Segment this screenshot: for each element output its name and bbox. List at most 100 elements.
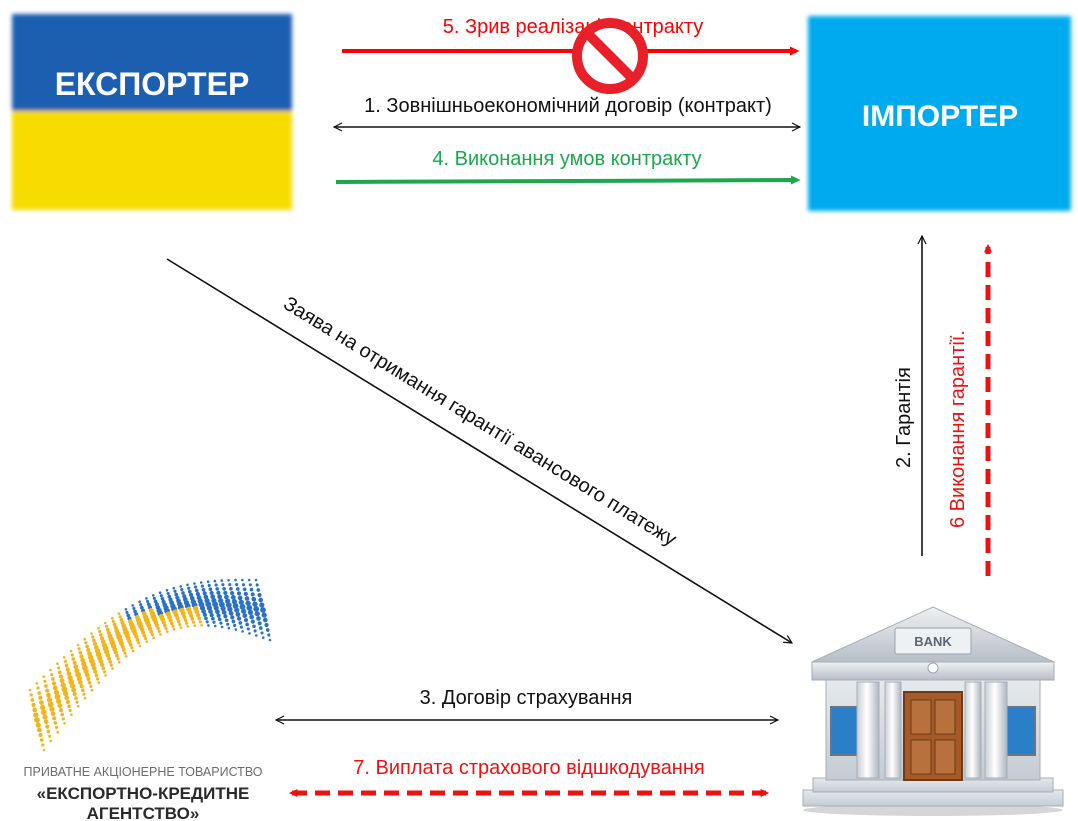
bank-sign: BANK [914, 634, 952, 649]
logo-dot [101, 666, 106, 671]
logo-dot [106, 656, 112, 661]
logo-dot [37, 691, 42, 695]
logo-dot [183, 618, 188, 622]
agency-logo-icon [28, 578, 272, 752]
logo-dot [52, 716, 57, 721]
logo-dot [134, 634, 139, 639]
compensation-payment-label: 7. Виплата страхового відшкодування [353, 757, 704, 779]
logo-dot [256, 588, 261, 592]
logo-dot [264, 622, 269, 628]
importer-box: ІМПОРТЕР [808, 16, 1071, 211]
logo-dot [153, 599, 158, 604]
logo-dot [35, 682, 39, 685]
logo-dot [51, 677, 55, 681]
logo-dot [100, 662, 105, 668]
logo-dot [45, 688, 50, 693]
insurance-contract-label: 3. Договір страхування [420, 687, 633, 709]
logo-dot [244, 596, 250, 601]
logo-dot [98, 659, 104, 664]
logo-dot [137, 641, 141, 645]
logo-dot [63, 722, 66, 725]
logo-dot [138, 600, 141, 603]
logo-dot [216, 613, 221, 618]
logo-dot [164, 627, 168, 631]
guarantee-application-label: Заява на отримання гарантії авансового п… [279, 293, 680, 551]
logo-dot [69, 683, 76, 689]
logo-dot [181, 591, 185, 595]
logo-dot [46, 692, 51, 698]
logo-dot [195, 613, 201, 618]
logo-dot [214, 583, 218, 587]
logo-dot [61, 717, 65, 721]
logo-dot [213, 579, 217, 583]
logo-dot [68, 678, 75, 685]
logo-dot [111, 619, 115, 623]
logo-dot [56, 662, 59, 665]
logo-dot [96, 677, 100, 681]
logo-dot [87, 680, 92, 685]
logo-dot [157, 629, 161, 633]
logo-dot [221, 583, 225, 587]
logo-dot [41, 743, 45, 747]
logo-dot [117, 612, 121, 615]
logo-dot [70, 713, 73, 716]
logo-dot [229, 586, 233, 591]
logo-dot [93, 669, 98, 674]
logo-dot [144, 637, 148, 641]
logo-dot [125, 610, 129, 614]
logo-dot [159, 633, 162, 636]
logo-dot [59, 678, 65, 684]
logo-dot [186, 625, 190, 628]
logo-dot [243, 591, 248, 597]
logo-dot [207, 583, 211, 588]
logo-dot [98, 633, 103, 637]
logo-dot [168, 618, 173, 623]
agency-name-line1: «ЕКСПОРТНО-КРЕДИТНЕ [37, 784, 250, 803]
logo-dot [230, 595, 236, 600]
logo-dot [53, 689, 60, 695]
guarantee-execution-label: 6 Виконання гарантії. [947, 330, 969, 528]
logo-dot [262, 617, 268, 623]
exporter-label: ЕКСПОРТЕР [55, 66, 250, 102]
logo-dot [54, 693, 61, 700]
logo-dot [193, 624, 196, 627]
logo-dot [243, 618, 249, 623]
logo-dot [46, 697, 53, 703]
logo-dot [49, 668, 52, 672]
logo-dot [56, 730, 59, 734]
logo-dot [110, 616, 114, 620]
logo-dot [78, 650, 83, 655]
logo-dot [253, 629, 257, 633]
logo-dot [82, 692, 86, 696]
logo-dot [204, 616, 208, 621]
logo-dot [213, 605, 219, 611]
logo-dot [84, 672, 90, 678]
logo-dot [193, 585, 198, 589]
logo-dot [227, 579, 230, 582]
logo-dot [238, 599, 244, 605]
logo-dot [245, 622, 249, 627]
logo-dot [76, 675, 82, 682]
logo-dot [239, 603, 246, 610]
logo-dot [120, 644, 125, 649]
logo-dot [34, 717, 40, 723]
logo-dot [198, 620, 202, 624]
logo-dot [202, 612, 207, 618]
exporter-box: ЕКСПОРТЕР [12, 14, 292, 210]
logo-dot [193, 582, 196, 585]
logo-dot [158, 591, 162, 594]
logo-dot [242, 587, 247, 592]
logo-dot [261, 612, 267, 618]
logo-dot [50, 673, 54, 677]
logo-dot [238, 621, 243, 625]
logo-dot [258, 626, 263, 630]
logo-dot [213, 624, 217, 628]
bank-building-icon: BANK [802, 606, 1064, 816]
logo-dot [231, 598, 238, 605]
logo-dot [92, 638, 96, 643]
logo-dot [257, 592, 262, 598]
logo-dot [85, 644, 89, 649]
logo-dot [48, 734, 52, 738]
logo-dot [252, 624, 256, 629]
